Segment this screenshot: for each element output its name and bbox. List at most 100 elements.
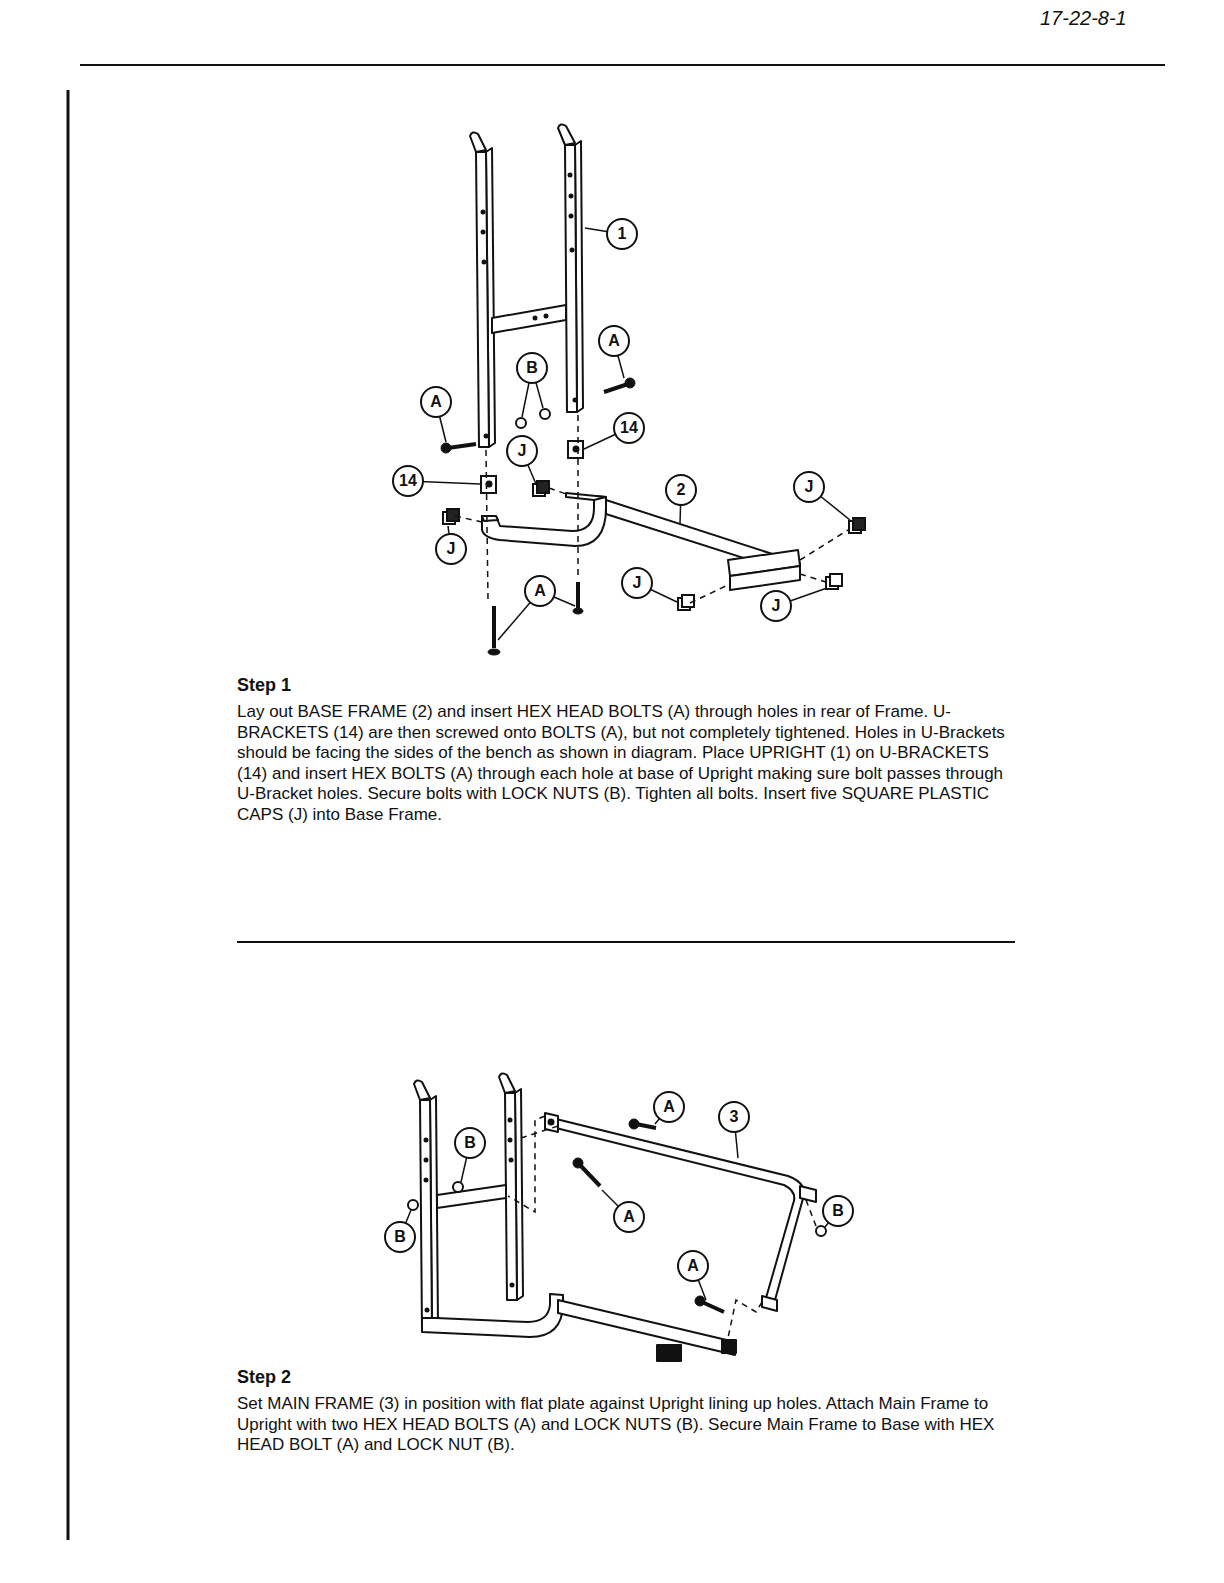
callout-circle: 3 <box>718 1101 750 1133</box>
lock-nuts <box>516 409 550 428</box>
upright-frame-part <box>481 173 578 439</box>
base-frame-part <box>566 493 606 500</box>
upright-frame-part-part <box>481 230 486 235</box>
lock-nuts-part <box>453 1182 463 1192</box>
step-heading: Step 2 <box>237 1366 291 1388</box>
base-frame-part <box>730 566 800 590</box>
callout-circle: B <box>822 1195 854 1227</box>
callout-circle: J <box>760 590 792 622</box>
page-rules-part <box>237 941 1015 943</box>
lock-nuts-part <box>540 409 550 419</box>
upright-frame-part-part <box>569 194 574 199</box>
bolts-part <box>573 1158 583 1168</box>
page-rules-part <box>80 64 1165 66</box>
callout-letter: 1 <box>618 226 627 242</box>
base-frame-part <box>722 1340 736 1353</box>
bolts <box>573 1119 724 1312</box>
callout-letter: 14 <box>399 473 417 489</box>
base-frame-part <box>606 500 800 576</box>
callout-letter: A <box>608 333 620 349</box>
bolts-part <box>625 378 635 388</box>
base-frame-part <box>558 1300 735 1355</box>
bolts-part <box>448 444 476 448</box>
callout-circle: J <box>506 435 538 467</box>
main-frame <box>545 1113 816 1311</box>
bolts-part <box>573 608 583 614</box>
u-brackets-part <box>568 441 583 458</box>
callout-letter: A <box>663 1099 675 1115</box>
callout-letter: B <box>832 1203 844 1219</box>
bolts-part <box>580 1165 600 1186</box>
main-frame-part <box>552 1127 794 1298</box>
upright-frame-part <box>424 1118 515 1313</box>
callout-circle: J <box>621 567 653 599</box>
callout-circle: 2 <box>665 474 697 506</box>
plastic-caps-part <box>537 481 549 493</box>
callout-circle: 14 <box>613 412 645 444</box>
lock-nuts-part <box>408 1200 418 1210</box>
bolts-part <box>702 1302 724 1312</box>
plastic-caps-part <box>447 509 459 521</box>
callout-letter: J <box>447 541 456 557</box>
lock-nuts <box>408 1182 826 1236</box>
bolts-part <box>695 1296 705 1306</box>
dashed-guides-part <box>549 488 566 494</box>
step-instructions: Lay out BASE FRAME (2) and insert HEX HE… <box>237 702 1022 825</box>
upright-frame-part <box>492 305 566 333</box>
upright-frame-part <box>437 1185 506 1208</box>
base-frame-part <box>482 496 606 546</box>
dashed-guides-part <box>690 584 730 603</box>
upright-frame <box>470 124 583 447</box>
upright-frame-part-part <box>508 1118 513 1123</box>
main-frame-part <box>552 1118 804 1300</box>
upright-frame-part-part <box>482 260 487 265</box>
callout-circle: A <box>677 1250 709 1282</box>
callout-circle: J <box>793 471 825 503</box>
upright-frame-part <box>470 132 486 152</box>
callout-circle: A <box>524 575 556 607</box>
callout-letter: J <box>772 598 781 614</box>
callout-letter: B <box>526 360 538 376</box>
callout-letter: A <box>687 1258 699 1274</box>
upright-frame-part-part <box>573 398 578 403</box>
handwritten-note: 17-22-8-1 <box>1040 6 1127 30</box>
leader-lines <box>408 228 850 640</box>
dashed-guides <box>508 1116 816 1338</box>
upright-frame-part <box>476 152 489 447</box>
upright-frame-part-part <box>424 1178 429 1183</box>
callout-letter: J <box>518 443 527 459</box>
base-frame <box>422 1294 736 1361</box>
main-frame-part <box>549 1120 554 1125</box>
callout-letter: J <box>633 575 642 591</box>
dashed-guides-part <box>515 1126 558 1140</box>
upright-frame-part-part <box>484 434 489 439</box>
callout-letter: 14 <box>620 420 638 436</box>
callout-letter: A <box>534 583 546 599</box>
dashed-guides-part <box>728 1300 762 1338</box>
callout-circle: A <box>613 1201 645 1233</box>
upright-frame-part-part <box>424 1138 429 1143</box>
callout-letter: A <box>430 394 442 410</box>
upright-frame-part-part <box>570 248 575 253</box>
lock-nuts-part <box>816 1226 826 1236</box>
callout-letter: B <box>464 1135 476 1151</box>
plastic-caps-part <box>682 595 694 607</box>
upright-frame-part-part <box>533 316 538 321</box>
base-frame-part <box>482 516 498 521</box>
callout-circle: B <box>384 1221 416 1253</box>
bolts-part <box>604 384 628 392</box>
bolts-part <box>441 443 451 453</box>
upright-frame-part <box>565 145 577 412</box>
bolts-part <box>492 606 496 648</box>
plastic-caps-part <box>830 574 842 586</box>
callout-circle: A <box>598 325 630 357</box>
dashed-guides-part <box>508 1116 545 1212</box>
callout-circle: B <box>454 1127 486 1159</box>
upright-frame-part-part <box>510 1283 515 1288</box>
main-frame-part <box>800 1186 816 1202</box>
upright-frame-part <box>558 124 575 145</box>
page-rules <box>68 65 1165 1540</box>
upright-frame-part <box>499 1073 515 1093</box>
dashed-guides <box>455 415 848 603</box>
